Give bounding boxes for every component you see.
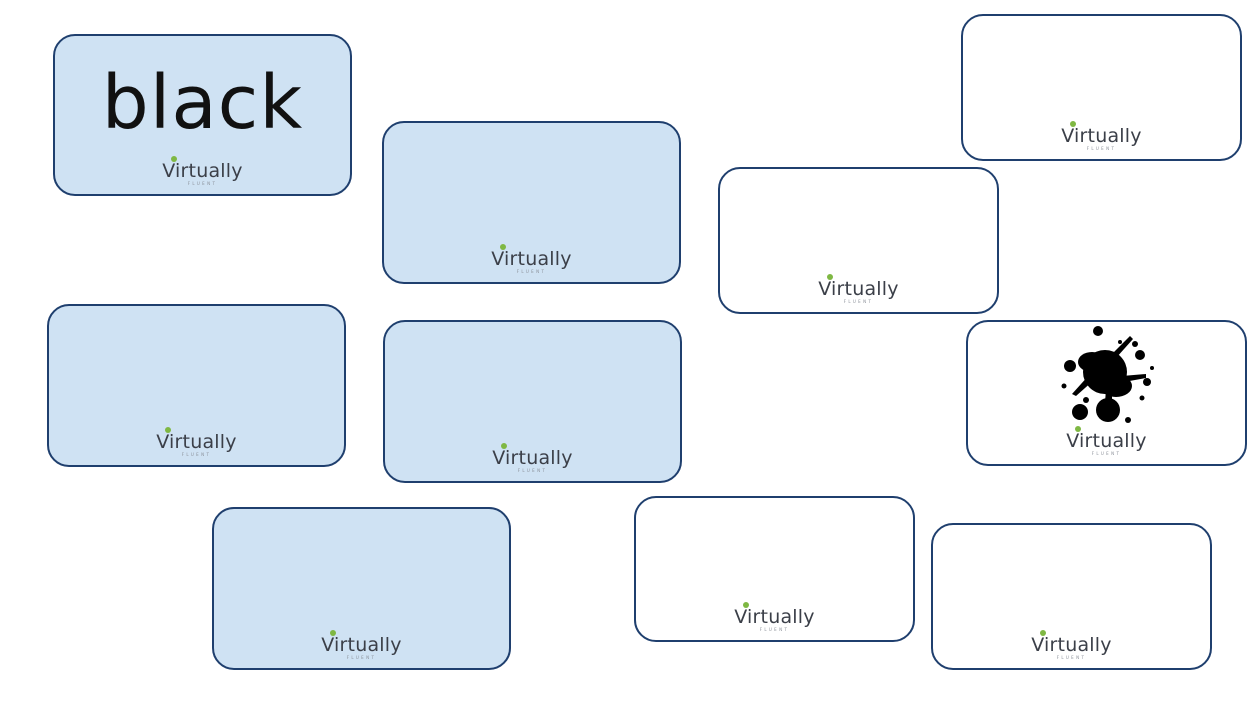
logo-text: Virtually	[1066, 430, 1147, 452]
logo-dot-icon	[827, 274, 834, 280]
logo-text: Virtually	[734, 606, 815, 628]
virtually-fluent-logo: Virtually FLUENT	[968, 426, 1245, 456]
picture-card[interactable]: Virtually FLUENT	[718, 167, 999, 314]
virtually-fluent-logo: Virtually FLUENT	[384, 244, 679, 274]
picture-card[interactable]: Virtually FLUENT	[931, 523, 1212, 670]
logo-text: Virtually	[818, 278, 899, 300]
virtually-fluent-logo: Virtually FLUENT	[636, 602, 913, 632]
logo-text: Virtually	[1031, 634, 1112, 656]
logo-dot-icon	[501, 443, 508, 449]
logo-subtext: FLUENT	[517, 468, 548, 473]
logo-text: Virtually	[1061, 125, 1142, 147]
logo-subtext: FLUENT	[759, 627, 790, 632]
picture-card[interactable]: Virtually FLUENT	[634, 496, 915, 642]
logo-text: Virtually	[492, 447, 573, 469]
black-ink-splat-icon	[1061, 326, 1154, 423]
virtually-fluent-logo: Virtually FLUENT	[49, 427, 344, 457]
word-card[interactable]: Virtually FLUENT	[383, 320, 682, 483]
picture-card-ink-splat[interactable]: Virtually FLUENT	[966, 320, 1247, 466]
logo-dot-icon	[500, 244, 507, 250]
logo-subtext: FLUENT	[516, 269, 547, 274]
logo-subtext: FLUENT	[1091, 451, 1122, 456]
logo-dot-icon	[171, 156, 178, 162]
virtually-fluent-logo: Virtually FLUENT	[720, 274, 997, 304]
word-card[interactable]: Virtually FLUENT	[212, 507, 511, 670]
logo-subtext: FLUENT	[187, 181, 218, 186]
logo-subtext: FLUENT	[346, 655, 377, 660]
logo-dot-icon	[330, 630, 337, 636]
logo-dot-icon	[165, 427, 172, 433]
virtually-fluent-logo: Virtually FLUENT	[385, 443, 680, 473]
logo-text: Virtually	[491, 248, 572, 270]
word-card[interactable]: Virtually FLUENT	[382, 121, 681, 284]
word-card-black[interactable]: black Virtually FLUENT	[53, 34, 352, 196]
word-card[interactable]: Virtually FLUENT	[47, 304, 346, 467]
logo-subtext: FLUENT	[843, 299, 874, 304]
logo-subtext: FLUENT	[1056, 655, 1087, 660]
logo-subtext: FLUENT	[1086, 146, 1117, 151]
logo-subtext: FLUENT	[181, 452, 212, 457]
virtually-fluent-logo: Virtually FLUENT	[214, 630, 509, 660]
virtually-fluent-logo: Virtually FLUENT	[963, 121, 1240, 151]
logo-dot-icon	[1040, 630, 1047, 636]
picture-card[interactable]: Virtually FLUENT	[961, 14, 1242, 161]
logo-dot-icon	[1075, 426, 1082, 432]
logo-dot-icon	[1070, 121, 1077, 127]
logo-text: Virtually	[321, 634, 402, 656]
logo-text: Virtually	[156, 431, 237, 453]
logo-dot-icon	[743, 602, 750, 608]
virtually-fluent-logo: Virtually FLUENT	[55, 156, 350, 186]
virtually-fluent-logo: Virtually FLUENT	[933, 630, 1210, 660]
card-word-text: black	[101, 60, 304, 146]
logo-text: Virtually	[162, 160, 243, 182]
